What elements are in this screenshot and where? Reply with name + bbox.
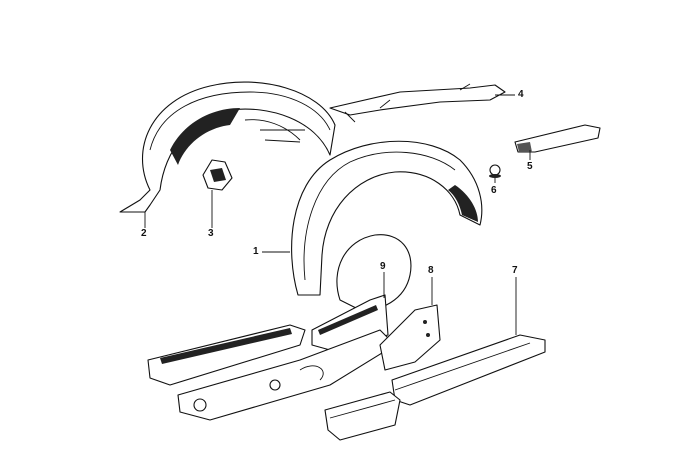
callout-4: 4 <box>518 89 524 100</box>
leader-lines <box>144 94 531 335</box>
callout-9: 9 <box>380 261 386 272</box>
callout-1: 1 <box>253 246 259 257</box>
callout-7: 7 <box>512 265 518 276</box>
callout-3: 3 <box>208 228 214 239</box>
part-2-wheel-arch[interactable] <box>119 81 336 213</box>
part-6-plug[interactable] <box>489 164 501 178</box>
part-1-wheel-arch[interactable] <box>291 140 483 311</box>
callout-8: 8 <box>428 265 434 276</box>
part-7-rocker-panel[interactable] <box>324 334 546 441</box>
part-4-upper-rail[interactable] <box>329 83 506 123</box>
inner-sill[interactable] <box>147 324 396 421</box>
callout-5: 5 <box>527 161 533 172</box>
part-5-rail-end[interactable] <box>514 124 601 153</box>
part-3-bracket[interactable] <box>202 159 233 191</box>
callout-2: 2 <box>141 228 147 239</box>
part-8-reinforcement[interactable] <box>379 304 441 371</box>
callout-6: 6 <box>491 185 497 196</box>
